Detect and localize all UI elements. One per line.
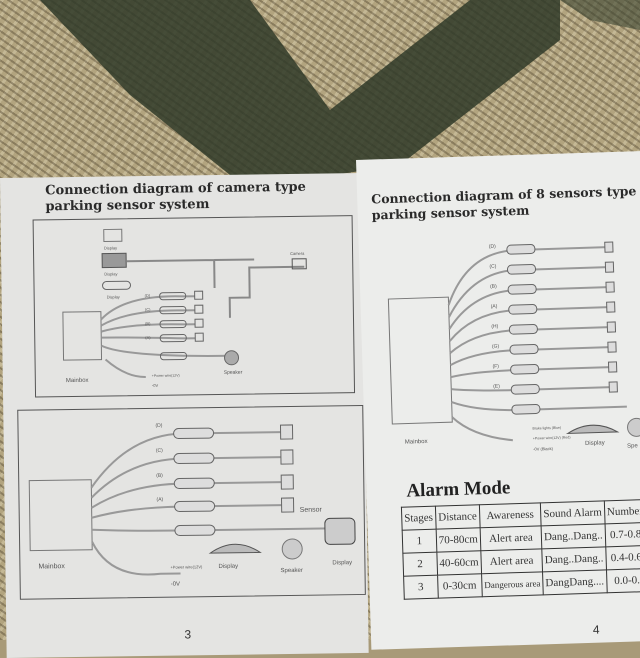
header-distance: Distance [435,504,480,530]
right-page-number: 4 [592,622,600,637]
svg-text:-0V: -0V [171,582,180,588]
svg-text:(F): (F) [492,364,499,370]
speaker-icon [224,350,240,366]
lcd-display-icon [324,517,356,545]
header-awareness: Awareness [479,502,542,528]
speaker-icon [627,417,640,437]
left-title-line1: Connection diagram of camera type [45,179,306,199]
svg-text:Display: Display [218,564,238,570]
svg-text:(C): (C) [489,264,496,270]
alarm-mode-heading: Alarm Mode [406,477,511,502]
cell: 70-80cm [435,527,481,553]
svg-text:(B): (B) [145,321,151,326]
svg-text:Mainbox: Mainbox [66,378,89,384]
svg-text:Display: Display [107,294,120,299]
svg-text:Display: Display [332,560,352,566]
speaker-icon [281,538,303,560]
cell: Alert area [480,548,543,574]
camera-diagram: Display Display Display Camera Mainbox [32,215,356,398]
right-page: Connection diagram of 8 sensors type par… [356,150,640,650]
svg-text:(D): (D) [489,244,496,250]
display-bar-icon [565,424,620,435]
cell: 1 [402,529,437,554]
four-sensor-diagram-art: Mainbox (D) (C) (B) (A) Sensor Display S… [28,423,356,588]
svg-text:(C): (C) [156,448,163,454]
svg-text:Brake lights (Blue): Brake lights (Blue) [532,426,561,431]
svg-text:(D): (D) [145,293,151,298]
cell: Dangerous area [481,571,544,597]
svg-text:-0V: -0V [152,383,159,388]
svg-text:(D): (D) [155,423,162,429]
svg-text:Camera: Camera [290,251,305,256]
svg-text:(A): (A) [145,335,151,340]
camera-icon [291,258,307,270]
header-number: Number [604,499,640,524]
display-screen-icon [101,252,127,269]
cell: 2 [402,552,438,577]
cell: 0.4-0.6 [605,545,640,570]
left-title-line2: parking sensor system [45,197,210,215]
svg-text:(A): (A) [156,497,163,503]
svg-text:Display: Display [104,245,117,250]
svg-text:Speaker: Speaker [280,568,302,574]
svg-text:(B): (B) [490,284,497,290]
svg-text:+Power wire(12V) (Red): +Power wire(12V) (Red) [533,435,571,440]
four-sensor-diagram: Mainbox (D) (C) (B) (A) Sensor Display S… [17,404,366,600]
svg-text:Display: Display [104,271,117,276]
svg-text:Mainbox: Mainbox [405,439,428,446]
cell: 0.7-0.8 [604,522,640,547]
cell: DangDang.... [542,569,607,595]
cell: Alert area [479,525,542,551]
cell: 0.0-0. [606,568,640,593]
header-stages: Stages [401,506,436,531]
svg-text:(E): (E) [493,384,500,390]
svg-text:+Power wire(12V): +Power wire(12V) [152,374,180,378]
svg-text:(G): (G) [492,344,500,350]
mat-dark-stripe [40,0,640,180]
cell: Dang..Dang.. [541,546,607,572]
svg-text:(B): (B) [156,473,163,479]
header-sound-alarm: Sound Alarm [540,500,605,526]
svg-text:Spe: Spe [627,443,639,449]
svg-text:Speaker: Speaker [224,370,243,376]
svg-text:(C): (C) [145,307,151,312]
svg-text:(H): (H) [491,324,498,330]
cell: 40-60cm [436,550,482,576]
svg-text:Mainbox: Mainbox [38,563,65,570]
cell: 0-30cm [437,573,483,599]
cell: Dang..Dang.. [541,523,606,549]
cell: 3 [403,575,439,600]
eight-sensor-diagram: Mainbox (D) (C) (B) (A) (H) (G) (F) (E) … [387,241,640,452]
svg-text:Sensor: Sensor [300,507,323,514]
svg-text:+Power wire(12V): +Power wire(12V) [170,564,203,569]
left-page-number: 3 [184,627,192,642]
svg-text:Display: Display [585,440,605,447]
left-page: Connection diagram of camera type parkin… [0,172,369,658]
camera-diagram-art: Display Display Display Camera Mainbox [62,228,307,388]
svg-text:(A): (A) [491,304,498,310]
display-monitor-icon [103,228,123,243]
mirror-display-icon [102,280,132,291]
svg-text:-0V (Black): -0V (Black) [533,446,554,452]
display-bar-icon [208,543,262,554]
alarm-mode-table: Stages Distance Awareness Sound Alarm Nu… [401,499,640,600]
